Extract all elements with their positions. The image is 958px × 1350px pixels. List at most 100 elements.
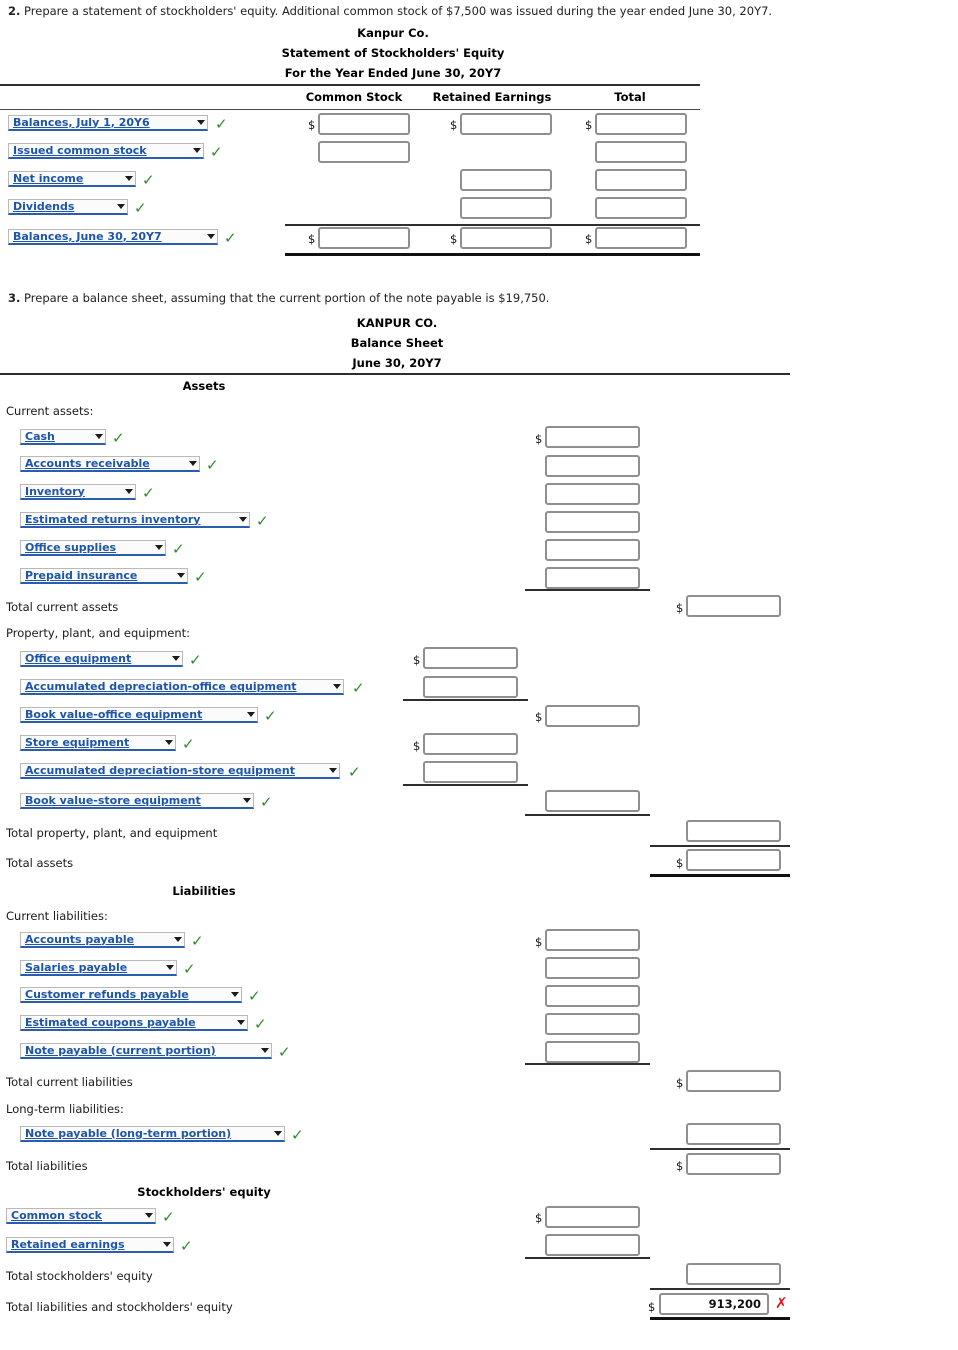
equity-statement-title: Statement of Stockholders' Equity: [281, 46, 505, 60]
equity-row-3-total-input[interactable]: [595, 197, 687, 219]
equity-row-0-common-stock-input[interactable]: [318, 113, 410, 135]
equity-row-1-total-input[interactable]: [595, 141, 687, 163]
equity-row-0-retained-earnings-input[interactable]: [460, 113, 552, 135]
bs-total-assets-input[interactable]: [686, 849, 781, 871]
bs-ppe-row-2-value-input[interactable]: [545, 705, 640, 727]
chevron-down-icon: [125, 176, 133, 181]
equity-row-1-account-select[interactable]: Issued common stock: [8, 143, 204, 159]
bs-cl-row-0-label: Accounts payable: [25, 932, 135, 946]
bs-total-current-liabilities-input[interactable]: [686, 1070, 781, 1092]
bs-ca-row-0-dollar: $: [535, 432, 543, 446]
bs-eq-row-1-value-input[interactable]: [545, 1234, 640, 1256]
bs-cl-row-4-check-icon: ✓: [278, 1043, 291, 1061]
bs-liabilities-heading: Liabilities: [172, 884, 236, 898]
bs-ca-row-5-value-input[interactable]: [545, 567, 640, 589]
bs-ppe-row-1-value-input[interactable]: [423, 676, 518, 698]
bs-ppe-row-0-select[interactable]: Office equipment: [20, 651, 183, 667]
equity-row-1-account-label: Issued common stock: [13, 143, 147, 157]
chevron-down-icon: [243, 798, 251, 803]
equity-row-0-check-icon: ✓: [215, 115, 228, 133]
bs-cl-row-1-value-input[interactable]: [545, 957, 640, 979]
equity-row-0-total-input[interactable]: [595, 113, 687, 135]
equity-row-1-common-stock-input[interactable]: [318, 141, 410, 163]
bs-ca-row-4-check-icon: ✓: [172, 540, 185, 558]
bs-ca-row-4-value-input[interactable]: [545, 539, 640, 561]
bs-ca-row-0-label: Cash: [25, 429, 55, 443]
bs-cl-row-1-select[interactable]: Salaries payable: [20, 960, 177, 976]
bs-total-assets-label: Total assets: [6, 856, 74, 870]
bs-ppe-row-3-check-icon: ✓: [182, 735, 195, 753]
equity-row-4-total-input[interactable]: [595, 227, 687, 249]
bs-lt-row-0-value-input[interactable]: [686, 1123, 781, 1145]
bs-total-liab-equity-dollar: $: [648, 1300, 656, 1314]
bs-ca-row-2-select[interactable]: Inventory: [20, 484, 136, 500]
equity-row-3-account-select[interactable]: Dividends: [8, 199, 128, 215]
bs-eq-row-1-label: Retained earnings: [11, 1237, 125, 1251]
bs-ca-row-0-select[interactable]: Cash: [20, 429, 106, 445]
bs-ppe-row-2-select[interactable]: Book value-office equipment: [20, 707, 258, 723]
bs-ca-row-2-value-input[interactable]: [545, 483, 640, 505]
bs-total-ppe-input[interactable]: [686, 820, 781, 842]
chevron-down-icon: [329, 768, 337, 773]
bs-ppe-row-0-check-icon: ✓: [189, 651, 202, 669]
bs-total-liab-equity-input[interactable]: [659, 1293, 769, 1315]
bs-ca-row-0-value-input[interactable]: [545, 426, 640, 448]
bs-cl-row-3-value-input[interactable]: [545, 1013, 640, 1035]
bs-total-liabilities-input[interactable]: [686, 1153, 781, 1175]
bs-total-current-assets-input[interactable]: [686, 595, 781, 617]
bs-cl-row-3-select[interactable]: Estimated coupons payable: [20, 1015, 248, 1031]
bs-cl-row-0-dollar: $: [535, 935, 543, 949]
bs-ca-row-3-select[interactable]: Estimated returns inventory: [20, 512, 250, 528]
bs-ca-row-3-label: Estimated returns inventory: [25, 512, 201, 526]
equity-row-3-retained-earnings-input[interactable]: [460, 197, 552, 219]
bs-ppe-row-1-select[interactable]: Accumulated depreciation-office equipmen…: [20, 679, 344, 695]
bs-ppe-row-5-value-input[interactable]: [545, 790, 640, 812]
bs-eq-row-0-select[interactable]: Common stock: [6, 1208, 156, 1224]
equity-row-4-retained-earnings-input[interactable]: [460, 227, 552, 249]
bs-ca-row-3-value-input[interactable]: [545, 511, 640, 533]
bs-total-assets-dollar: $: [676, 856, 684, 870]
equity-row-2-account-select[interactable]: Net income: [8, 171, 136, 187]
bs-total-assets-top-rule: [650, 845, 790, 847]
bs-cl-row-0-select[interactable]: Accounts payable: [20, 932, 185, 948]
equity-row-4-account-label: Balances, June 30, 20Y7: [13, 229, 162, 243]
bs-current-assets-subtotal-rule: [525, 589, 650, 591]
equity-row-2-total-input[interactable]: [595, 169, 687, 191]
bs-ca-row-1-select[interactable]: Accounts receivable: [20, 456, 200, 472]
bs-grand-total-top-rule: [650, 1288, 790, 1290]
bs-ca-row-4-select[interactable]: Office supplies: [20, 540, 166, 556]
chevron-down-icon: [166, 965, 174, 970]
bs-ca-row-5-select[interactable]: Prepaid insurance: [20, 568, 188, 584]
bs-total-equity-input[interactable]: [686, 1263, 781, 1285]
bs-ppe-row-3-select[interactable]: Store equipment: [20, 735, 176, 751]
bs-ppe-bookvalue-rule: [525, 814, 650, 816]
bs-equity-heading: Stockholders' equity: [137, 1185, 271, 1199]
bs-cl-row-2-value-input[interactable]: [545, 985, 640, 1007]
bs-ppe-store-subtotal-rule: [403, 784, 528, 786]
bs-ppe-row-5-select[interactable]: Book value-store equipment: [20, 793, 254, 809]
equity-row-0-account-select[interactable]: Balances, July 1, 20Y6: [8, 115, 208, 131]
equity-col-total: Total: [614, 90, 646, 104]
bs-ppe-row-3-value-input[interactable]: [423, 733, 518, 755]
equity-row-2-retained-earnings-input[interactable]: [460, 169, 552, 191]
bs-cl-row-2-select[interactable]: Customer refunds payable: [20, 987, 242, 1003]
bs-ca-row-1-value-input[interactable]: [545, 455, 640, 477]
bs-lt-row-0-select[interactable]: Note payable (long-term portion): [20, 1126, 285, 1142]
bs-eq-row-0-value-input[interactable]: [545, 1206, 640, 1228]
bs-total-liab-equity-label: Total liabilities and stockholders' equi…: [6, 1300, 233, 1314]
bs-ppe-row-4-value-input[interactable]: [423, 761, 518, 783]
equity-row-4-account-select[interactable]: Balances, June 30, 20Y7: [8, 229, 218, 245]
bs-cl-row-2-label: Customer refunds payable: [25, 987, 189, 1001]
bs-cl-row-4-value-input[interactable]: [545, 1041, 640, 1063]
chevron-down-icon: [207, 234, 215, 239]
chevron-down-icon: [197, 120, 205, 125]
bs-ppe-row-4-select[interactable]: Accumulated depreciation-store equipment: [20, 763, 340, 779]
bs-cl-row-4-select[interactable]: Note payable (current portion): [20, 1043, 272, 1059]
equity-row-4-common-stock-input[interactable]: [318, 227, 410, 249]
bs-total-current-assets-label: Total current assets: [6, 600, 119, 614]
bs-ppe-row-0-value-input[interactable]: [423, 647, 518, 669]
bs-ca-row-2-check-icon: ✓: [142, 484, 155, 502]
bs-cl-row-0-value-input[interactable]: [545, 929, 640, 951]
bs-eq-row-1-select[interactable]: Retained earnings: [6, 1237, 174, 1253]
